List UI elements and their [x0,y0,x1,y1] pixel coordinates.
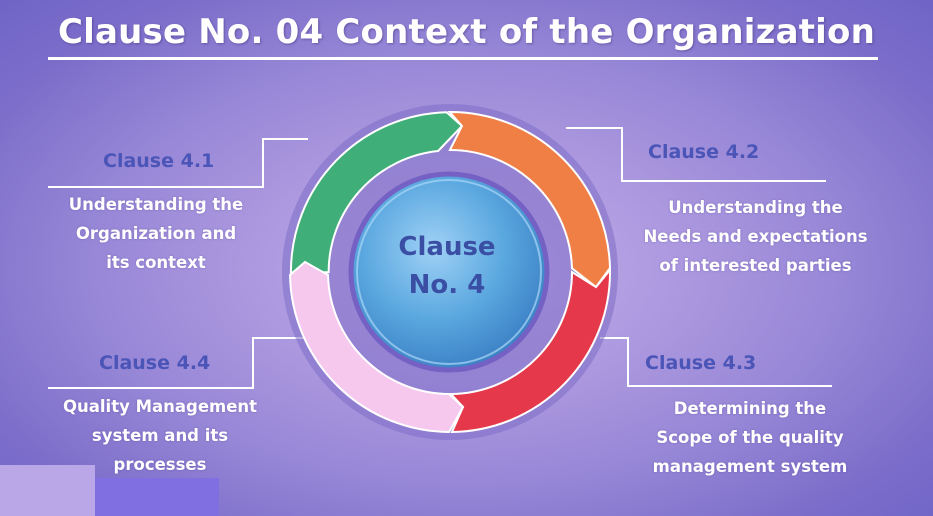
page-title: Clause No. 04 Context of the Organizatio… [57,12,875,52]
clause-4-4-description: Quality Management system and its proces… [40,392,280,479]
connector-line-4-4 [48,337,305,389]
cycle-arrow-4-1 [289,111,464,274]
connector-line-4-1 [48,138,308,188]
cycle-arrow-4-3 [448,267,612,434]
clause-4-1-desc-line-2: Organization and [75,224,237,243]
connector-line-4-2 [566,127,826,182]
clause-4-1-label: Clause 4.1 [103,150,215,172]
center-circle [348,171,550,373]
clause-4-2-desc-line-1: Understanding the [668,198,843,217]
clause-4-4-desc-line-3: processes [113,455,207,474]
clause-4-1-desc-line-1: Understanding the [68,195,244,214]
clause-4-4-desc-line-1: Quality Management [62,397,258,416]
clause-4-3-desc-line-3: management system [652,457,848,476]
clause-4-3-desc-line-2: Scope of the quality [656,428,844,447]
corner-decoration-dark [95,478,219,516]
clause-4-2-desc-line-2: Needs and expectations [643,227,868,246]
clause-4-1-description: Understanding the Organization and its c… [40,190,272,277]
clause-4-2-desc-line-3: of interested parties [659,256,852,275]
clause-4-4-label: Clause 4.4 [99,352,211,374]
center-label: Clause No. 4 [372,228,522,304]
clause-4-3-label: Clause 4.3 [645,352,757,374]
clause-4-2-description: Understanding the Needs and expectations… [628,193,883,280]
clause-4-3-desc-line-1: Determining the [673,399,827,418]
clause-4-3-description: Determining the Scope of the quality man… [630,394,870,481]
center-label-line2: No. 4 [408,270,486,300]
center-circle-highlight [356,179,542,365]
clause-4-1-desc-line-3: its context [106,253,206,272]
center-label-line1: Clause [398,232,496,262]
corner-decoration-light [0,465,95,516]
title-underline [48,57,878,60]
clause-4-2-label: Clause 4.2 [648,141,760,163]
clause-4-4-desc-line-2: system and its [91,426,229,445]
cycle-arrow-4-4 [288,260,465,434]
connector-line-4-3 [600,337,832,387]
